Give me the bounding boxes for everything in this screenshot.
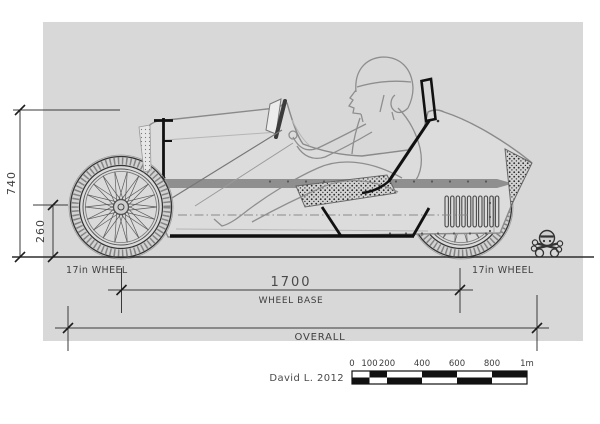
leg-lower xyxy=(251,179,399,223)
dimension-axle-height: 260 xyxy=(33,199,68,263)
helmet-outline xyxy=(355,56,414,109)
seat-cushion xyxy=(295,174,397,208)
arm-lower xyxy=(296,131,373,160)
steering-linkage xyxy=(194,142,294,207)
leg-upper xyxy=(213,161,403,227)
underbody-line xyxy=(175,228,429,232)
axle-height-value: 260 xyxy=(34,219,47,243)
hood-panel-line xyxy=(164,131,279,141)
neck-lines xyxy=(360,111,395,123)
torso-back xyxy=(397,107,423,181)
dimension-overall: OVERALL xyxy=(55,295,549,351)
chin-strap xyxy=(379,94,385,113)
cowl-height-value: 740 xyxy=(5,171,18,195)
seat-pan-front xyxy=(320,206,343,237)
scale-tick-800: 800 xyxy=(484,359,500,369)
front-wheel-label: 17in WHEEL xyxy=(66,265,128,276)
scale-tick-1m: 1m xyxy=(520,359,534,369)
credit-text: David L. 2012 xyxy=(269,373,344,384)
scale-bar-blocks xyxy=(352,371,527,384)
overall-label: OVERALL xyxy=(295,332,346,343)
torso-front xyxy=(351,117,361,155)
wheelbase-value: 1700 xyxy=(270,275,311,290)
arm-upper xyxy=(292,123,367,151)
steering-wheel xyxy=(274,99,287,139)
helmet-earflap xyxy=(390,94,409,114)
helmet-band xyxy=(356,80,412,88)
seat-pan-rear xyxy=(411,207,431,237)
engine-louvers xyxy=(444,195,500,228)
scale-tick-100: 100 xyxy=(361,359,377,369)
seat-base xyxy=(361,180,390,195)
driver-figure xyxy=(213,56,423,227)
skull-pistons-mascot-icon xyxy=(530,229,564,258)
scale-tick-400: 400 xyxy=(414,359,430,369)
tail-cone xyxy=(504,148,533,208)
scale-tick-200: 200 xyxy=(379,359,395,369)
dimension-cowl-height: 740 xyxy=(5,104,120,263)
front-spring xyxy=(138,124,152,173)
scale-tick-600: 600 xyxy=(449,359,465,369)
hand xyxy=(288,130,298,140)
dimension-wheelbase: 1700 WHEEL BASE xyxy=(108,268,473,313)
steering-column xyxy=(171,129,283,199)
rear-wheel-label: 17in WHEEL xyxy=(472,265,534,276)
scale-bar: 0 100 200 400 600 800 1m David L. 2012 xyxy=(269,359,534,385)
front-wheel xyxy=(68,154,174,260)
scale-tick-0: 0 xyxy=(349,359,354,369)
face-profile xyxy=(348,89,362,115)
wheelbase-label: WHEEL BASE xyxy=(259,296,324,306)
seat-back xyxy=(387,119,431,183)
roll-bar xyxy=(420,77,437,123)
